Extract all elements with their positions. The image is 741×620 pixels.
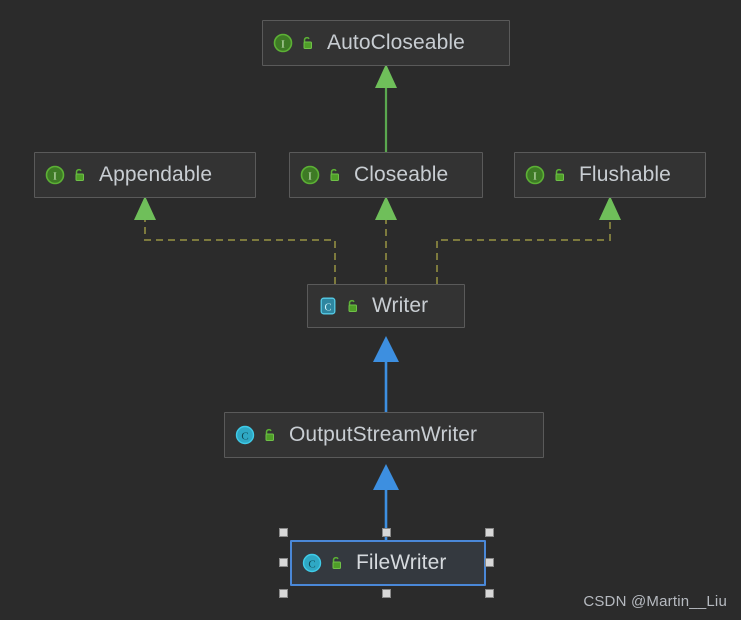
public-lock-icon — [326, 167, 342, 183]
edge-writer-to-flushable — [436, 196, 621, 284]
svg-text:I: I — [281, 39, 285, 51]
node-closeable[interactable]: I Closeable — [289, 152, 483, 198]
svg-text:C: C — [241, 430, 248, 442]
selection-handle-middle-left[interactable] — [279, 558, 288, 567]
svg-text:C: C — [324, 302, 331, 313]
selection-handle-top-left[interactable] — [279, 528, 288, 537]
node-label: OutputStreamWriter — [289, 423, 478, 446]
node-writer[interactable]: C Writer — [307, 284, 465, 328]
node-label: Writer — [372, 294, 429, 317]
public-lock-icon — [71, 167, 87, 183]
node-autocloseable[interactable]: I AutoCloseable — [262, 20, 510, 66]
selection-handle-top-right[interactable] — [485, 528, 494, 537]
node-label: Flushable — [579, 163, 671, 186]
selection-handle-middle-right[interactable] — [485, 558, 494, 567]
selection-handle-top-center[interactable] — [382, 528, 391, 537]
public-lock-icon — [551, 167, 567, 183]
interface-icon: I — [525, 165, 545, 185]
selection-handle-bottom-right[interactable] — [485, 589, 494, 598]
node-flushable[interactable]: I Flushable — [514, 152, 706, 198]
abstract-class-icon: C — [318, 296, 338, 316]
edge-writer-to-closeable — [375, 196, 397, 284]
svg-text:I: I — [308, 171, 312, 183]
class-icon: C — [302, 553, 322, 573]
selection-handle-bottom-left[interactable] — [279, 589, 288, 598]
node-label: Appendable — [99, 163, 213, 186]
node-label: FileWriter — [356, 551, 447, 574]
node-label: AutoCloseable — [327, 31, 465, 54]
watermark-text: CSDN @Martin__Liu — [583, 593, 727, 610]
public-lock-icon — [261, 427, 277, 443]
interface-icon: I — [300, 165, 320, 185]
public-lock-icon — [299, 35, 315, 51]
node-label: Closeable — [354, 163, 449, 186]
public-lock-icon — [328, 555, 344, 571]
interface-icon: I — [45, 165, 65, 185]
svg-text:C: C — [308, 558, 315, 570]
class-icon: C — [235, 425, 255, 445]
edge-writer-to-appendable — [134, 196, 336, 284]
svg-text:I: I — [533, 171, 537, 183]
edge-outputstreamwriter-to-writer — [373, 336, 399, 412]
node-appendable[interactable]: I Appendable — [34, 152, 256, 198]
node-outputstreamwriter[interactable]: C OutputStreamWriter — [224, 412, 544, 458]
public-lock-icon — [344, 298, 360, 314]
node-filewriter[interactable]: C FileWriter — [290, 540, 486, 586]
svg-text:I: I — [53, 171, 57, 183]
selection-handle-bottom-center[interactable] — [382, 589, 391, 598]
interface-icon: I — [273, 33, 293, 53]
edge-closeable-to-autocloseable — [375, 64, 397, 152]
